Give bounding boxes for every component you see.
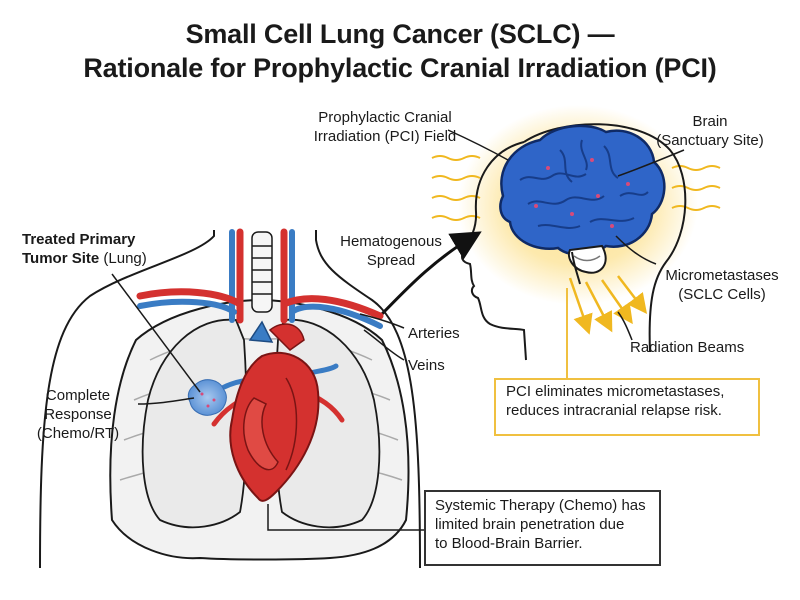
vessels bbox=[136, 228, 384, 329]
pci-field-label: Prophylactic Cranial Irradiation (PCI) F… bbox=[300, 108, 470, 146]
brain-label-line-2: (Sanctuary Site) bbox=[656, 132, 764, 149]
micrometastases-label-line-2: (SCLC Cells) bbox=[678, 286, 766, 303]
pci-benefit-line-2: reduces intracranial relapse risk. bbox=[506, 402, 722, 419]
head-silhouette bbox=[461, 141, 527, 361]
pci-field-label-line-2: Irradiation (PCI) Field bbox=[313, 128, 457, 145]
complete-response-label-line-1: Complete bbox=[45, 387, 111, 404]
systemic-therapy-line-1: Systemic Therapy (Chemo) has bbox=[435, 497, 646, 514]
hematogenous-label: Hematogenous Spread bbox=[336, 232, 446, 270]
title-line-1: Small Cell Lung Cancer (SCLC) — bbox=[185, 19, 615, 49]
micrometastases-label-line-1: Micrometastases bbox=[665, 267, 779, 284]
complete-response-label: Complete Response (Chemo/RT) bbox=[28, 386, 128, 443]
treated-primary-label: Treated Primary Tumor Site (Lung) bbox=[22, 230, 147, 268]
radiation-beams bbox=[568, 275, 648, 335]
complete-response-label-line-2: Response bbox=[44, 406, 112, 423]
complete-response-label-line-3: (Chemo/RT) bbox=[36, 425, 120, 442]
brain-label-line-1: Brain bbox=[692, 113, 728, 130]
arteries-label: Arteries bbox=[408, 325, 460, 342]
title-line-2: Rationale for Prophylactic Cranial Irrad… bbox=[83, 53, 717, 83]
tumor-site-label: Tumor Site bbox=[22, 250, 100, 267]
lung-qualifier-label: (Lung) bbox=[99, 250, 147, 267]
hematogenous-arrow bbox=[376, 231, 482, 320]
trachea bbox=[251, 231, 273, 313]
pci-field-label-line-1: Prophylactic Cranial bbox=[318, 109, 452, 126]
heart-illustration bbox=[229, 320, 320, 502]
veins-label: Veins bbox=[408, 357, 445, 374]
body-outline bbox=[39, 230, 215, 569]
brain-illustration bbox=[499, 124, 666, 285]
systemic-therapy-box: Systemic Therapy (Chemo) has limited bra… bbox=[424, 490, 661, 566]
head-back bbox=[523, 123, 687, 353]
systemic-therapy-line-3: to Blood-Brain Barrier. bbox=[435, 535, 583, 552]
systemic-therapy-line-2: limited brain penetration due bbox=[435, 516, 625, 533]
hematogenous-label-line-2: Spread bbox=[366, 252, 416, 269]
pci-benefit-box: PCI eliminates micrometastases, reduces … bbox=[494, 378, 760, 436]
pci-benefit-line-1: PCI eliminates micrometastases, bbox=[506, 383, 725, 400]
brain-label: Brain (Sanctuary Site) bbox=[640, 112, 780, 150]
treated-primary-label-line-1: Treated Primary bbox=[22, 231, 136, 248]
radiation-waves-left bbox=[431, 155, 481, 221]
radiation-beams-label: Radiation Beams bbox=[630, 339, 745, 356]
leader-lines bbox=[447, 129, 685, 341]
hematogenous-label-line-1: Hematogenous bbox=[340, 233, 442, 250]
micrometastases-label: Micrometastases (SCLC Cells) bbox=[652, 266, 792, 304]
